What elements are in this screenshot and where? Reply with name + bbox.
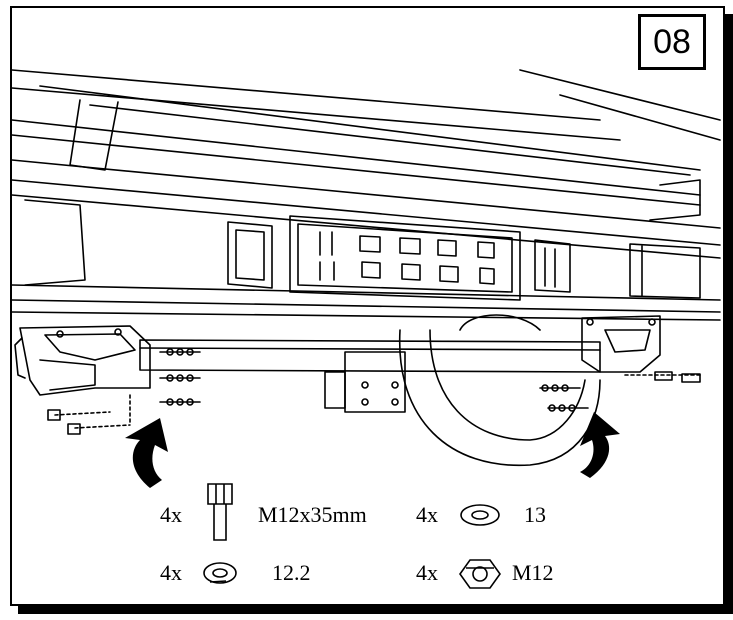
part-qty-bolt: 4x (160, 502, 182, 527)
flat-washer-icon (460, 504, 500, 526)
part-qty-hex-nut: 4x (416, 560, 438, 585)
part-name-hex-nut: M12 (512, 560, 554, 585)
hex-nut-icon (459, 559, 501, 589)
right-lift-arrow-icon (580, 412, 620, 478)
step-number-badge: 08 (638, 14, 706, 70)
part-qty-flat-washer: 4x (416, 502, 438, 527)
part-name-spring-washer: 12.2 (272, 560, 311, 585)
part-qty-spring-washer: 4x (160, 560, 182, 585)
part-name-bolt: M12x35mm (258, 502, 367, 527)
spring-washer-icon (203, 562, 237, 584)
bolt-icon (207, 483, 233, 541)
left-lift-arrow-icon (125, 418, 168, 488)
part-name-flat-washer: 13 (524, 502, 546, 527)
